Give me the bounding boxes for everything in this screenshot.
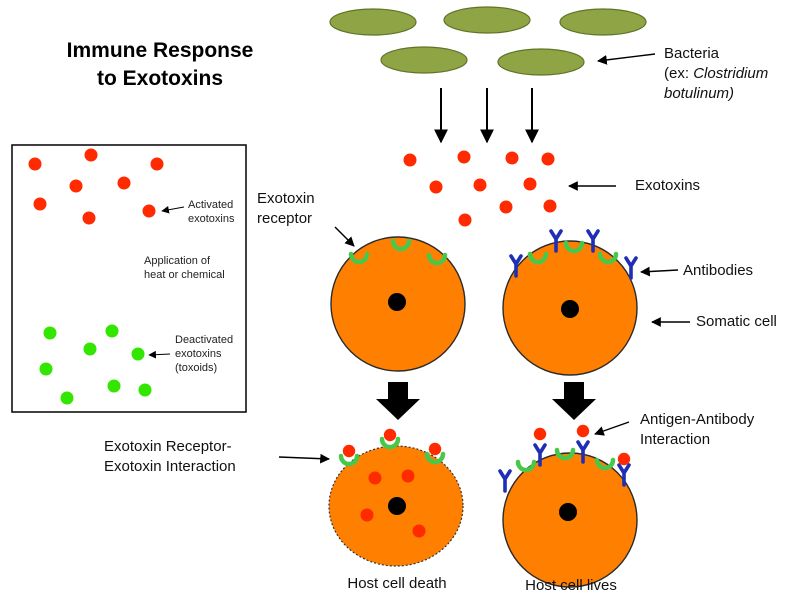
antigen-antibody-line-2: Interaction [640,431,711,448]
somatic-cell-right [502,229,638,376]
bacteria-label-line-2: (ex: Clostridium [664,64,768,84]
deactivated-exotoxins [39,324,152,405]
pointer-arrows [278,53,690,464]
bacterium [329,8,417,36]
exotoxins-label: Exotoxins [635,177,701,194]
bacterium [380,46,468,74]
receptor-interaction-line-1: Exotoxin Receptor- [104,438,232,455]
nucleus [388,293,406,311]
somatic-cell-left [330,236,466,372]
application-line-2: heat or chemical [144,269,225,281]
surviving-cell [498,424,638,588]
activated-line-1: Activated [188,199,234,211]
bacteria-label-species: botulinum) [664,85,735,102]
activated-line-2: exotoxins [188,213,235,225]
deactivated-line-2: exotoxins [175,348,222,360]
nucleus [559,503,577,521]
nucleus [388,497,406,515]
bacterium [497,48,585,76]
activated-exotoxins [28,148,164,225]
antigen-antibody-line-1: Antigen-Antibody [640,411,755,428]
bacteria-label-genus: Clostridium [693,65,769,82]
toxoid-inset [11,144,247,413]
release-arrows [434,88,539,144]
free-exotoxins [403,150,557,227]
diagram-title: Immune Response to Exotoxins [40,37,280,93]
somatic-cell-label: Somatic cell [696,313,777,330]
exotoxin-receptor-label: Exotoxin receptor [257,189,315,229]
deactivated-line-1: Deactivated [175,334,234,346]
antigen-antibody-interaction-label: Antigen-Antibody Interaction [640,410,754,450]
application-label: Application of heat or chemical [144,254,225,282]
nucleus [561,300,579,318]
dying-cell [328,428,464,567]
bacteria-label: Bacteria (ex: Clostridium botulinum) [664,44,768,104]
bacterium [559,8,647,36]
exotoxin-receptor-line-1: Exotoxin [257,190,315,207]
host-cell-lives-label: Host cell lives [525,577,617,594]
host-cell-death-label: Host cell death [347,575,447,592]
bacteria-group [329,6,647,76]
title-line-2: to Exotoxins [96,67,223,90]
application-line-1: Application of [144,255,211,267]
deactivated-exotoxins-label: Deactivated exotoxins (toxoids) [175,333,233,375]
antibodies-label: Antibodies [683,262,754,279]
bacteria-label-line-1: Bacteria [664,45,720,62]
activated-exotoxins-label: Activated exotoxins [188,198,234,226]
deactivated-line-3: (toxoids) [175,362,218,374]
title-line-1: Immune Response [66,39,254,62]
receptor-interaction-line-2: Exotoxin Interaction [104,458,236,475]
exotoxin-receptor-line-2: receptor [257,210,313,227]
bacterium [443,6,531,34]
receptor-exotoxin-interaction-label: Exotoxin Receptor- Exotoxin Interaction [104,437,236,477]
bacteria-label-prefix: (ex: [664,65,694,82]
